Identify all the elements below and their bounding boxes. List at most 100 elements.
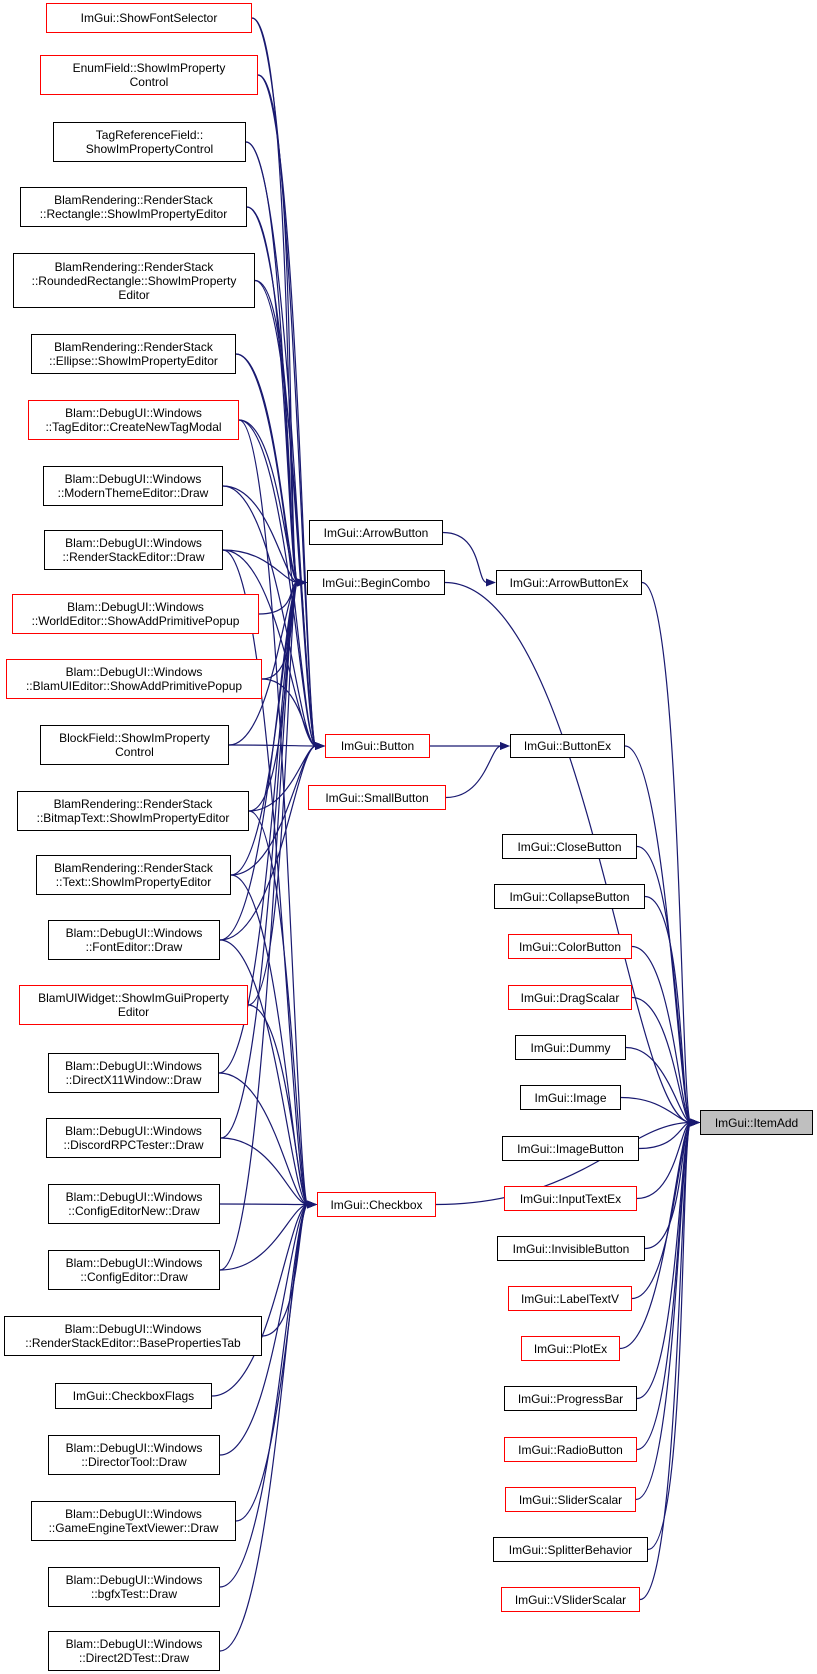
graph-node-label: ImGui::CollapseButton [509,890,629,904]
graph-node-label-line: ImGui::SmallButton [325,790,429,805]
graph-edge [218,1072,309,1206]
graph-node-n9[interactable]: Blam::DebugUI::Windows::RenderStackEdito… [44,530,223,570]
graph-edge [219,1203,309,1271]
graph-node-label: Blam::DebugUI::Windows::FontEditor::Draw [66,926,203,954]
graph-node-m3[interactable]: ImGui::Button [325,734,430,758]
graph-node-label-line: Blam::DebugUI::Windows [64,472,202,486]
graph-node-label: Blam::DebugUI::Windows::ConfigEditor::Dr… [66,1256,203,1284]
graph-edge [222,485,299,584]
graph-node-k1[interactable]: ImGui::ArrowButtonEx [496,570,642,595]
graph-node-n14[interactable]: BlamRendering::RenderStack::Text::ShowIm… [36,855,231,895]
graph-node-n18[interactable]: Blam::DebugUI::Windows::DiscordRPCTester… [46,1118,221,1158]
graph-node-r8[interactable]: ImGui::InputTextEx [504,1186,637,1211]
graph-edge-arrowhead [486,578,496,587]
graph-node-n25[interactable]: Blam::DebugUI::Windows::bgfxTest::Draw [48,1567,220,1607]
graph-node-label-line: ::ConfigEditor::Draw [80,1270,188,1284]
graph-node-r1[interactable]: ImGui::CloseButton [502,834,637,859]
graph-node-n1[interactable]: ImGui::ShowFontSelector [46,3,252,33]
graph-node-n17[interactable]: Blam::DebugUI::Windows::DirectX11Window:… [48,1053,219,1093]
graph-node-n11[interactable]: Blam::DebugUI::Windows::BlamUIEditor::Sh… [6,659,262,699]
graph-edge [220,1137,309,1206]
graph-node-k2[interactable]: ImGui::ButtonEx [510,734,625,758]
graph-node-r9[interactable]: ImGui::InvisibleButton [497,1236,645,1261]
graph-node-label: ImGui::ArrowButtonEx [510,576,629,590]
graph-edge [222,549,299,584]
graph-node-label-line: ::BitmapText::ShowImPropertyEditor [36,811,230,825]
graph-node-r6[interactable]: ImGui::Image [520,1085,621,1110]
graph-node-label-line: ImGui::PlotEx [533,1341,608,1356]
graph-node-n5[interactable]: BlamRendering::RenderStack::RoundedRecta… [13,253,255,308]
graph-node-label-line: ImGui::ArrowButton [323,525,429,540]
graph-edge [636,1121,692,1200]
graph-node-label: ImGui::SmallButton [325,791,428,805]
graph-node-n8[interactable]: Blam::DebugUI::Windows::ModernThemeEdito… [43,466,223,506]
graph-node-label-line: EnumField::ShowImProperty [72,61,226,75]
graph-node-n24[interactable]: Blam::DebugUI::Windows::GameEngineTextVi… [31,1501,236,1541]
graph-node-r10[interactable]: ImGui::LabelTextV [508,1286,632,1311]
graph-node-r5[interactable]: ImGui::Dummy [515,1035,626,1060]
graph-node-r13[interactable]: ImGui::RadioButton [504,1437,637,1462]
graph-node-r16[interactable]: ImGui::VSliderScalar [501,1587,640,1612]
graph-node-label: Blam::DebugUI::Windows::DirectX11Window:… [65,1059,202,1087]
graph-node-n21[interactable]: Blam::DebugUI::Windows::RenderStackEdito… [4,1316,262,1356]
graph-node-label-line: ImGui::VSliderScalar [514,1592,627,1607]
graph-edge [219,1203,309,1588]
graph-node-m2[interactable]: ImGui::BeginCombo [307,570,445,595]
graph-node-n4[interactable]: BlamRendering::RenderStack::Rectangle::S… [20,187,247,227]
graph-edge [219,1203,309,1206]
graph-node-n19[interactable]: Blam::DebugUI::Windows::ConfigEditorNew:… [48,1184,220,1224]
graph-node-label-line: ImGui::ColorButton [518,939,622,954]
graph-edge [219,581,299,941]
graph-node-n10[interactable]: Blam::DebugUI::Windows::WorldEditor::Sho… [12,594,259,634]
graph-node-label: ImGui::InvisibleButton [513,1242,630,1256]
graph-node-m5[interactable]: ImGui::Checkbox [317,1192,436,1217]
graph-edge-arrowhead [315,742,325,750]
graph-node-r3[interactable]: ImGui::ColorButton [508,934,632,959]
graph-node-label-line: ::ConfigEditorNew::Draw [68,1204,200,1218]
graph-node-label-line: ShowImPropertyControl [85,142,214,156]
graph-edge [445,745,502,799]
graph-node-label-line: ImGui::Image [534,1090,607,1105]
graph-node-m1[interactable]: ImGui::ArrowButton [309,520,443,545]
graph-node-label-line: Blam::DebugUI::Windows [65,665,203,679]
graph-node-label: ImGui::ArrowButton [324,526,429,540]
graph-node-r15[interactable]: ImGui::SplitterBehavior [493,1537,648,1562]
graph-node-r12[interactable]: ImGui::ProgressBar [504,1386,637,1411]
graph-node-m4[interactable]: ImGui::SmallButton [308,785,446,810]
graph-node-label-line: ::Rectangle::ShowImPropertyEditor [39,207,228,221]
graph-node-label-line: Blam::DebugUI::Windows [65,1256,203,1270]
graph-node-n20[interactable]: Blam::DebugUI::Windows::ConfigEditor::Dr… [48,1250,220,1290]
graph-edge [442,531,488,584]
graph-node-label-line: Blam::DebugUI::Windows [65,1637,203,1651]
graph-node-n22[interactable]: ImGui::CheckboxFlags [55,1383,212,1409]
graph-edge [219,939,309,1206]
graph-node-n13[interactable]: BlamRendering::RenderStack::BitmapText::… [17,791,249,831]
graph-node-label-line: BlamRendering::RenderStack [54,340,213,354]
graph-node-label-line: ImGui::Dummy [530,1040,611,1055]
graph-node-n6[interactable]: BlamRendering::RenderStack::Ellipse::Sho… [31,334,236,374]
graph-node-r14[interactable]: ImGui::SliderScalar [505,1487,636,1512]
graph-node-r4[interactable]: ImGui::DragScalar [508,985,632,1010]
graph-edge [222,549,309,1206]
graph-node-r11[interactable]: ImGui::PlotEx [521,1336,620,1361]
graph-node-label: BlamRendering::RenderStack::BitmapText::… [37,797,230,825]
graph-node-label-line: ::Ellipse::ShowImPropertyEditor [49,354,218,368]
graph-edge [219,1203,309,1652]
graph-node-n23[interactable]: Blam::DebugUI::Windows::DirectorTool::Dr… [48,1435,220,1475]
graph-node-n7[interactable]: Blam::DebugUI::Windows::TagEditor::Creat… [28,400,239,440]
graph-node-label: Blam::DebugUI::Windows::ModernThemeEdito… [58,472,209,500]
graph-node-n3[interactable]: TagReferenceField::ShowImPropertyControl [53,122,246,162]
graph-node-r7[interactable]: ImGui::ImageButton [502,1136,639,1161]
graph-node-label-line: ::FontEditor::Draw [85,940,183,954]
graph-node-n26[interactable]: Blam::DebugUI::Windows::Direct2DTest::Dr… [48,1631,220,1671]
graph-edge [257,74,317,747]
graph-node-t[interactable]: ImGui::ItemAdd [700,1110,813,1135]
graph-node-n15[interactable]: Blam::DebugUI::Windows::FontEditor::Draw [48,920,220,960]
graph-node-label-line: Blam::DebugUI::Windows [65,536,202,550]
graph-node-label: ImGui::ShowFontSelector [81,11,218,25]
graph-node-r2[interactable]: ImGui::CollapseButton [494,884,645,909]
